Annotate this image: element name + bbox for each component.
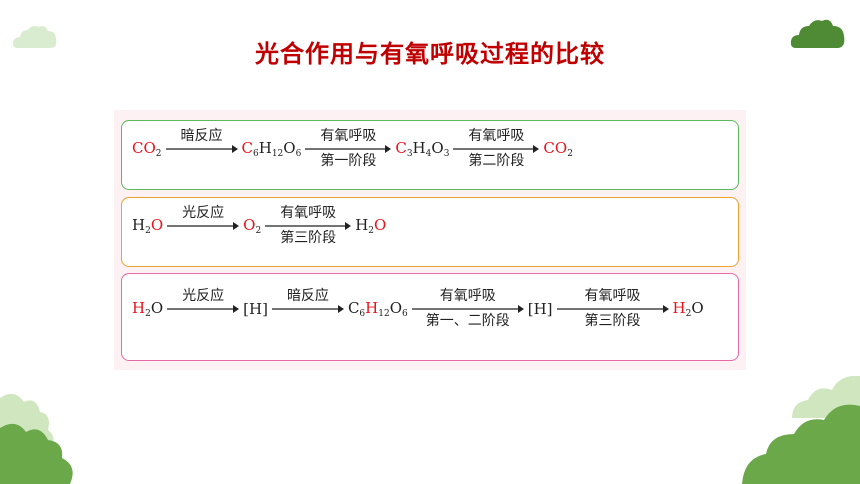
carbon-pathway-row: CO2 暗反应 C6H12O6 有氧呼吸 第一阶段 C3H4O3 有氧呼吸 第二… — [132, 128, 573, 170]
nadh: [H] — [527, 300, 553, 318]
comparison-panel: CO2 暗反应 C6H12O6 有氧呼吸 第一阶段 C3H4O3 有氧呼吸 第二… — [114, 110, 746, 370]
dark-reaction-arrow: 暗反应 — [165, 128, 238, 170]
cloud-top-right — [790, 19, 845, 48]
water-input: H2O — [132, 299, 164, 319]
dark-reaction-arrow: 暗反应 — [271, 288, 344, 330]
light-reaction-arrow: 光反应 — [167, 205, 240, 247]
glucose: C6H12O6 — [347, 299, 408, 319]
oxygen: O2 — [243, 216, 262, 236]
nadph: [H] — [243, 300, 268, 318]
oxygen-pathway-row: H2O 光反应 O2 有氧呼吸 第三阶段 H2O — [132, 205, 386, 247]
cloud-top-left — [12, 26, 57, 48]
water-input: H2O — [132, 216, 164, 236]
cloud-bottom-left — [0, 393, 73, 484]
co2-output: CO2 — [543, 139, 573, 159]
carbon-pathway-box: CO2 暗反应 C6H12O6 有氧呼吸 第一阶段 C3H4O3 有氧呼吸 第二… — [121, 120, 739, 190]
hydrogen-pathway-row: H2O 光反应 [H] 暗反应 C6H12O6 有氧呼吸 第一、二阶段 [H] … — [132, 288, 704, 330]
hydrogen-pathway-box: H2O 光反应 [H] 暗反应 C6H12O6 有氧呼吸 第一、二阶段 [H] … — [121, 273, 739, 361]
respiration-stage3-arrow: 有氧呼吸 第三阶段 — [556, 288, 669, 330]
page-title: 光合作用与有氧呼吸过程的比较 — [255, 39, 605, 68]
respiration-stage12-arrow: 有氧呼吸 第一、二阶段 — [411, 288, 524, 330]
water-output: H2O — [355, 216, 387, 236]
light-reaction-arrow: 光反应 — [167, 288, 240, 330]
respiration-stage2-arrow: 有氧呼吸 第二阶段 — [453, 128, 540, 170]
respiration-stage3-arrow: 有氧呼吸 第三阶段 — [265, 205, 352, 247]
oxygen-pathway-box: H2O 光反应 O2 有氧呼吸 第三阶段 H2O — [121, 197, 739, 267]
glucose: C6H12O6 — [241, 139, 302, 159]
water-output: H2O — [672, 299, 704, 319]
cloud-bottom-right — [742, 376, 860, 484]
respiration-stage1-arrow: 有氧呼吸 第一阶段 — [305, 128, 392, 170]
co2-input: CO2 — [132, 139, 162, 159]
pyruvate: C3H4O3 — [395, 139, 450, 159]
